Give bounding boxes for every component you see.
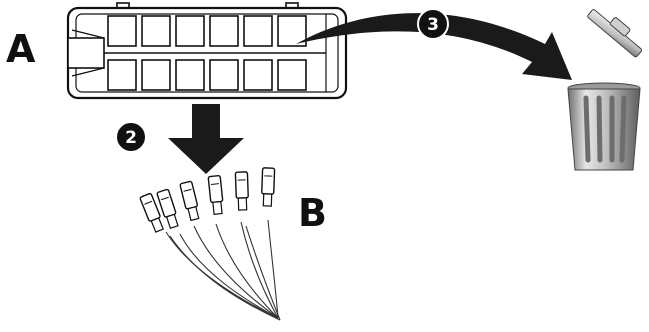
down-arrow-icon — [168, 104, 244, 174]
connector-housing-icon — [66, 2, 348, 100]
step-2-number: 2 — [125, 128, 137, 148]
step-3-badge: 3 — [417, 8, 449, 40]
wire-terminals-icon — [139, 167, 281, 321]
curved-arrow-icon — [296, 13, 572, 81]
trash-can-icon — [567, 9, 643, 171]
step-3-number: 3 — [427, 15, 439, 35]
step-2-badge: 2 — [115, 121, 147, 153]
label-b: B — [298, 191, 327, 235]
label-a: A — [6, 27, 36, 71]
